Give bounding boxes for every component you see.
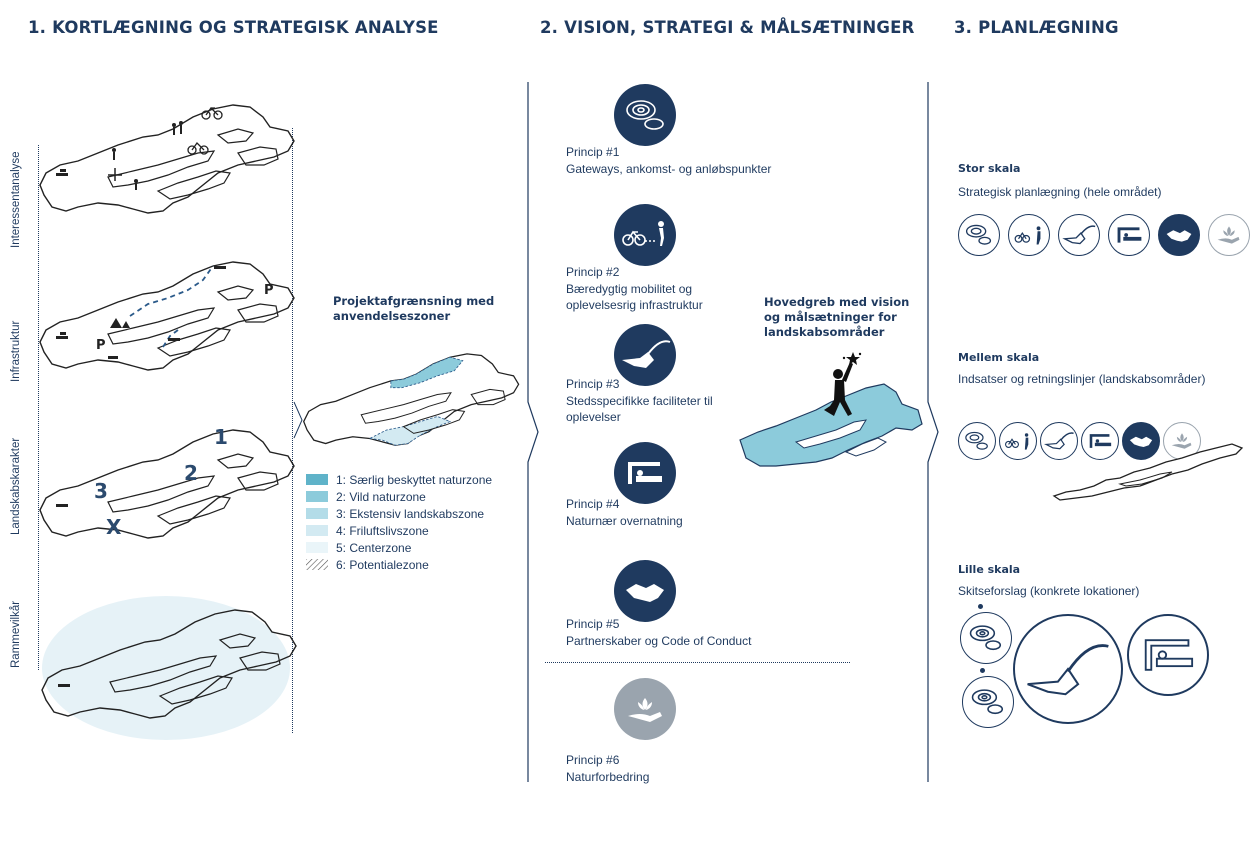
scale-medium-desc: Indsatser og retningslinjer (landskabsom… <box>958 372 1206 386</box>
nature-icon <box>614 678 676 740</box>
bike-icon-2 <box>187 141 209 155</box>
principle-5-title: Princip #5 <box>566 617 620 631</box>
parking-label-1: P <box>264 283 274 298</box>
zone-label-x: X <box>106 515 122 539</box>
scale-small-title: Lille skala <box>958 563 1021 576</box>
scale-large-title: Stor skala <box>958 162 1021 175</box>
principle-1-title: Princip #1 <box>566 145 620 159</box>
legend-swatch-3 <box>306 508 328 519</box>
handshake-icon <box>1158 214 1200 256</box>
ferry-icon <box>58 684 70 687</box>
legend-swatch-5 <box>306 542 328 553</box>
row-label-interessentanalyse: Interessentanalyse <box>10 151 22 248</box>
vision-map <box>739 352 923 467</box>
walker-icon <box>112 148 116 160</box>
chevron-right-icon <box>293 401 303 439</box>
vision-title: Hovedgreb med vision og målsætninger for… <box>764 295 910 339</box>
scale-small-desc: Skitseforslag (konkrete lokationer) <box>958 584 1140 598</box>
principle-3-desc: Stedsspecifikke faciliteter til oplevels… <box>566 394 713 424</box>
project-title: Projektafgrænsning med anvendelseszoner <box>333 294 495 323</box>
principle-4-desc: Naturnær overnatning <box>566 514 683 528</box>
facility-icon <box>1058 214 1100 256</box>
legend-item-5: 5: Centerzone <box>306 541 411 556</box>
ferry-icon <box>56 169 68 176</box>
mobility-icon <box>999 422 1037 460</box>
principle-6-desc: Naturforbedring <box>566 770 650 784</box>
legend-item-2: 2: Vild naturzone <box>306 490 426 505</box>
mobility-icon <box>614 204 676 266</box>
principle-2-desc: Bæredygtig mobilitet og oplevelsesrig in… <box>566 282 703 312</box>
scale-medium-title: Mellem skala <box>958 351 1040 364</box>
principle-5-desc: Partnerskaber og Code of Conduct <box>566 634 752 648</box>
map-interessentanalyse <box>39 104 295 214</box>
principle-2-title: Princip #2 <box>566 265 620 279</box>
gateway-icon <box>960 612 1012 664</box>
analysis-divider-left <box>38 145 39 670</box>
legend-swatch-4 <box>306 525 328 536</box>
handshake-icon <box>1122 422 1160 460</box>
principle-6-title: Princip #6 <box>566 753 620 767</box>
bike-icon <box>201 106 223 120</box>
map-landskabskarakter: 1 2 3 X <box>39 425 295 539</box>
zone-label-1: 1 <box>214 425 228 449</box>
gateway-icon <box>958 214 1000 256</box>
gateway-icon <box>962 676 1014 728</box>
gateway-icon <box>614 84 676 146</box>
gateway-icon <box>958 422 996 460</box>
column-bracket-right <box>927 82 939 782</box>
principle-4-title: Princip #4 <box>566 497 620 511</box>
principle-3-title: Princip #3 <box>566 377 620 391</box>
column-bracket-left <box>527 82 539 782</box>
facility-icon <box>1013 614 1123 724</box>
person-reaching-icon <box>824 362 853 416</box>
overnight-icon <box>1081 422 1119 460</box>
principles-separator <box>545 662 850 663</box>
stars-icon <box>842 352 862 365</box>
ferry-icon-3 <box>168 338 180 341</box>
dot-marker <box>980 668 985 673</box>
dot-marker <box>978 604 983 609</box>
legend-item-1: 1: Særlig beskyttet naturzone <box>306 473 492 488</box>
legend-item-6: 6: Potentialezone <box>306 558 429 573</box>
row-label-rammevilkaar: Rammevilkår <box>10 600 22 668</box>
row-label-landskabskarakter: Landskabskarakter <box>10 437 22 535</box>
ferry-icon-4 <box>108 356 118 359</box>
zone-label-2: 2 <box>184 461 198 485</box>
nature-icon <box>1208 214 1250 256</box>
ferry-icon <box>56 332 68 339</box>
ferry-icon-2 <box>214 266 226 269</box>
hikers-icon <box>172 121 183 135</box>
tents-icon <box>110 318 130 328</box>
overnight-icon <box>1127 614 1209 696</box>
legend-swatch-2 <box>306 491 328 502</box>
legend-item-3: 3: Ekstensiv landskabszone <box>306 507 484 522</box>
map-project-zones <box>303 353 520 446</box>
heading-planning: 3. PLANLÆGNING <box>954 18 1119 37</box>
walker-icon-2 <box>134 179 138 190</box>
parking-label-2: P <box>96 338 106 353</box>
overnight-icon <box>614 442 676 504</box>
heading-vision: 2. VISION, STRATEGI & MÅLSÆTNINGER <box>540 18 915 37</box>
mobility-icon <box>1008 214 1050 256</box>
route-line <box>129 265 214 317</box>
principle-1-desc: Gateways, ankomst- og anløbspunkter <box>566 162 772 176</box>
overnight-icon <box>1108 214 1150 256</box>
scale-large-desc: Strategisk planlægning (hele området) <box>958 185 1162 199</box>
handshake-icon <box>614 560 676 622</box>
map-infrastruktur: P P <box>39 261 295 371</box>
kayak-icon <box>108 168 122 181</box>
legend-swatch-6 <box>306 559 328 570</box>
zone-label-3: 3 <box>94 479 108 503</box>
legend-swatch-1 <box>306 474 328 485</box>
analysis-divider-right <box>292 128 293 733</box>
heading-analysis: 1. KORTLÆGNING OG STRATEGISK ANALYSE <box>28 18 439 37</box>
ferry-icon <box>56 504 68 507</box>
legend-item-4: 4: Friluftslivszone <box>306 524 429 539</box>
row-label-infrastruktur: Infrastruktur <box>10 320 22 382</box>
facility-icon <box>614 324 676 386</box>
facility-icon <box>1040 422 1078 460</box>
map-medium-landscape <box>1052 443 1244 501</box>
map-rammevilkaar <box>41 609 297 719</box>
